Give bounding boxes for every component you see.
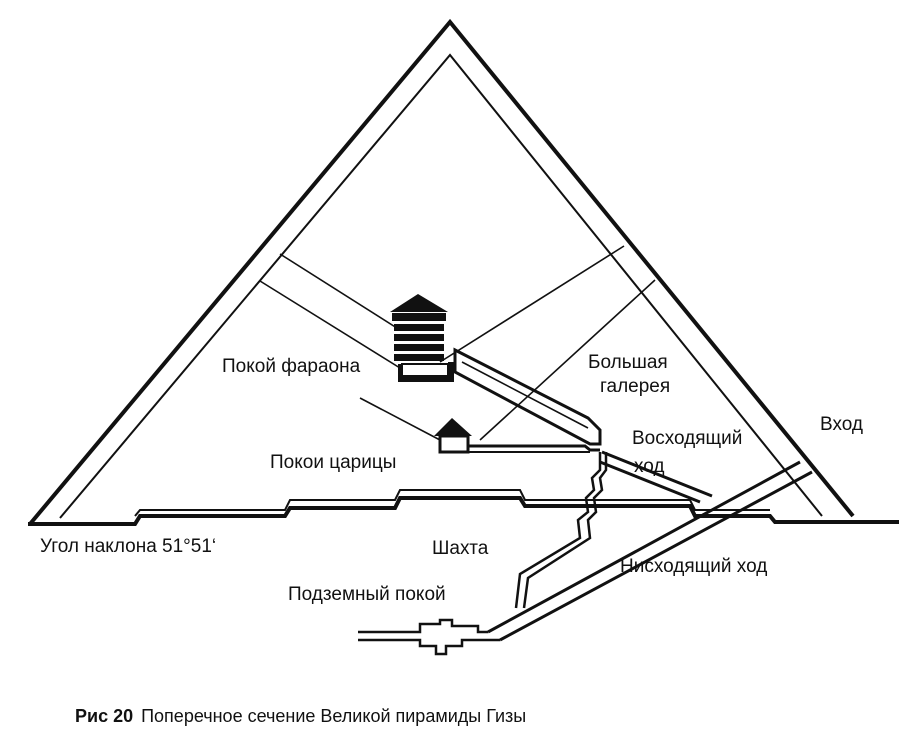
pharaoh-north-shaft [439, 245, 625, 363]
pyramid-outer-edge [28, 18, 855, 526]
pyramid-inner-edge [59, 53, 823, 519]
label-ascending-line2: ход [634, 456, 665, 477]
pharaoh-chamber-stack [390, 294, 454, 382]
queen-north-shaft [479, 279, 656, 441]
upper-cross-line [279, 253, 401, 331]
label-pharaoh-chamber: Покой фараона [222, 356, 361, 377]
queen-south-shaft [359, 397, 441, 441]
label-ascending-line1: Восходящий [632, 428, 743, 449]
well-shaft [514, 452, 608, 609]
grand-gallery [453, 347, 602, 446]
gallery-inner-line [461, 361, 589, 429]
pharaoh-chamber [401, 363, 449, 377]
core-steps [134, 489, 770, 517]
caption-text: Поперечное сечение Великой пирамиды Гизы [141, 706, 527, 726]
label-grand-gallery-line2: галерея [600, 376, 671, 397]
label-entrance: Вход [820, 414, 863, 435]
caption-number: Рис 20 [75, 706, 134, 726]
figure-caption: Рис 20 Поперечное сечение Великой пирамид… [75, 706, 526, 727]
label-slope-angle: Угол наклона 51°51‘ [40, 536, 217, 557]
pharaoh-south-shaft [259, 280, 401, 369]
ground-line [28, 496, 899, 526]
label-grand-gallery-line1: Большая [588, 352, 668, 373]
descending-passage [487, 460, 813, 642]
subterranean-chamber [358, 618, 500, 656]
ascending-passage [599, 450, 713, 504]
label-subterranean: Подземный покой [288, 584, 446, 605]
queen-corridor [468, 444, 600, 452]
label-shaft: Шахта [432, 538, 489, 559]
queen-chamber [438, 434, 470, 454]
label-descending: Нисходящий ход [620, 556, 768, 577]
queen-chamber-roof [434, 418, 472, 436]
label-queen-chamber: Покои царицы [270, 452, 397, 473]
